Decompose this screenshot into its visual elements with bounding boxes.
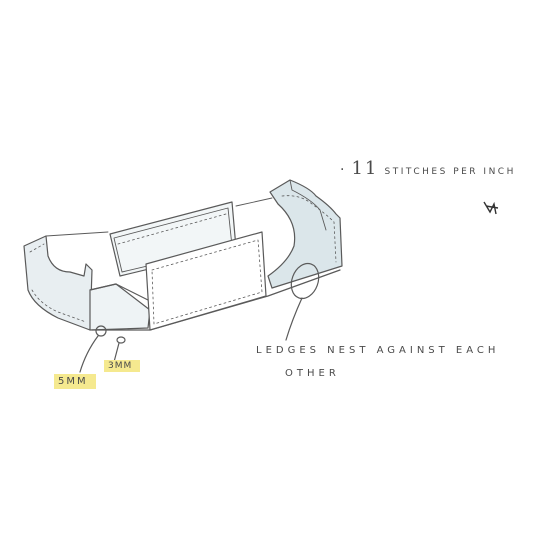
- ledge-5mm-circle: [95, 325, 107, 337]
- leader-3mm: [113, 342, 120, 363]
- front-divider-stitch: [151, 239, 263, 325]
- tray-floor: [89, 283, 151, 331]
- stitch-text: STITCHES PER INCH: [384, 167, 516, 177]
- left-end-wall: [23, 235, 93, 331]
- right-end-wall: [267, 179, 343, 289]
- stitch-note: ·11 STITCHES PER INCH: [340, 158, 516, 179]
- leader-5mm: [79, 335, 99, 373]
- leader-ledge: [285, 297, 303, 341]
- scribble-mark: [483, 201, 499, 215]
- right-wall-stitch: [281, 195, 337, 263]
- bullet-dot: ·: [340, 162, 348, 178]
- side-wall-edge: [45, 197, 273, 237]
- ledge-note-line2: OTHER: [285, 368, 340, 379]
- right-wall-back: [289, 179, 327, 231]
- floor-far-edge: [89, 283, 149, 301]
- ledge-nest-circle: [290, 262, 320, 300]
- ledge-3mm-circle: [116, 336, 126, 344]
- front-divider-panel: [145, 231, 267, 331]
- back-divider-stitch: [117, 213, 227, 245]
- ledge-note-line1: LEDGES NEST AGAINST EACH: [256, 345, 500, 356]
- dimension-5mm-label: 5MM: [54, 374, 96, 389]
- stitch-count: 11: [351, 158, 379, 179]
- dimension-3mm-label: 3MM: [104, 360, 141, 372]
